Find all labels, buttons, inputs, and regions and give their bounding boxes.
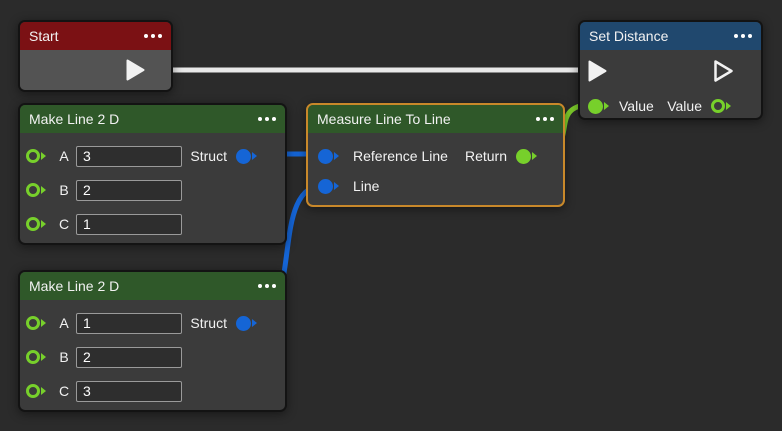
input-label-a: A (59, 315, 69, 331)
input-pin-c[interactable] (26, 217, 46, 231)
input-field-c[interactable] (76, 213, 182, 235)
return-output-label: Return (464, 148, 507, 164)
struct-output-pin[interactable] (236, 315, 257, 331)
node-title: Make Line 2 D (29, 278, 120, 294)
node-make-line-2d-bottom-header[interactable]: Make Line 2 D (20, 272, 285, 300)
node-title: Measure Line To Line (317, 111, 451, 127)
struct-output-pin[interactable] (236, 148, 257, 164)
input-field-b[interactable] (76, 346, 182, 368)
struct-output-label: Struct (190, 148, 227, 164)
node-start[interactable]: Start (18, 20, 173, 92)
node-measure-line-to-line[interactable]: Measure Line To Line Reference Line Retu… (306, 103, 565, 207)
input-pin-a[interactable] (26, 149, 46, 163)
struct-output-label: Struct (190, 315, 227, 331)
input-label-c: C (58, 383, 70, 399)
input-row-c: C (20, 207, 285, 241)
input-pin-b[interactable] (26, 350, 46, 364)
value-output-label: Value (667, 98, 702, 114)
input-row-a: A Struct (20, 306, 285, 340)
value-input-pin[interactable] (588, 98, 609, 114)
node-start-body (20, 50, 171, 90)
node-menu-ellipsis-icon[interactable] (144, 34, 162, 38)
input-field-b[interactable] (76, 179, 182, 201)
node-start-header[interactable]: Start (20, 22, 171, 50)
exec-input-pin[interactable] (588, 60, 607, 85)
node-set-distance[interactable]: Set Distance Value Value (578, 20, 763, 120)
input-row-b: B (20, 173, 285, 207)
input-field-c[interactable] (76, 380, 182, 402)
node-make-line-2d-top[interactable]: Make Line 2 D A Struct B C (18, 103, 287, 245)
node-menu-ellipsis-icon[interactable] (258, 284, 276, 288)
value-output-pin[interactable] (711, 99, 731, 113)
node-menu-ellipsis-icon[interactable] (734, 34, 752, 38)
node-measure-header[interactable]: Measure Line To Line (308, 105, 563, 133)
line-label: Line (353, 178, 380, 194)
node-title: Start (29, 28, 59, 44)
input-row-reference-line: Reference Line Return (308, 141, 563, 171)
value-input-label: Value (619, 98, 654, 114)
input-field-a[interactable] (76, 145, 182, 167)
reference-line-input-pin[interactable] (318, 148, 339, 164)
node-title: Make Line 2 D (29, 111, 120, 127)
input-label-b: B (59, 182, 69, 198)
input-pin-a[interactable] (26, 316, 46, 330)
node-menu-ellipsis-icon[interactable] (536, 117, 554, 121)
input-field-a[interactable] (76, 312, 182, 334)
node-title: Set Distance (589, 28, 669, 44)
node-make-line-2d-bottom[interactable]: Make Line 2 D A Struct B C (18, 270, 287, 412)
line-input-pin[interactable] (318, 178, 339, 194)
reference-line-label: Reference Line (353, 148, 448, 164)
input-row-b: B (20, 340, 285, 374)
return-output-pin[interactable] (516, 148, 537, 164)
input-label-c: C (58, 216, 70, 232)
input-pin-c[interactable] (26, 384, 46, 398)
exec-output-pin[interactable] (714, 59, 733, 85)
node-menu-ellipsis-icon[interactable] (258, 117, 276, 121)
input-row-c: C (20, 374, 285, 408)
input-label-a: A (59, 148, 69, 164)
input-row-a: A Struct (20, 139, 285, 173)
input-pin-b[interactable] (26, 183, 46, 197)
node-set-distance-header[interactable]: Set Distance (580, 22, 761, 50)
exec-output-pin[interactable] (126, 59, 145, 84)
input-label-b: B (59, 349, 69, 365)
input-row-line: Line (308, 171, 563, 201)
node-make-line-2d-top-header[interactable]: Make Line 2 D (20, 105, 285, 133)
